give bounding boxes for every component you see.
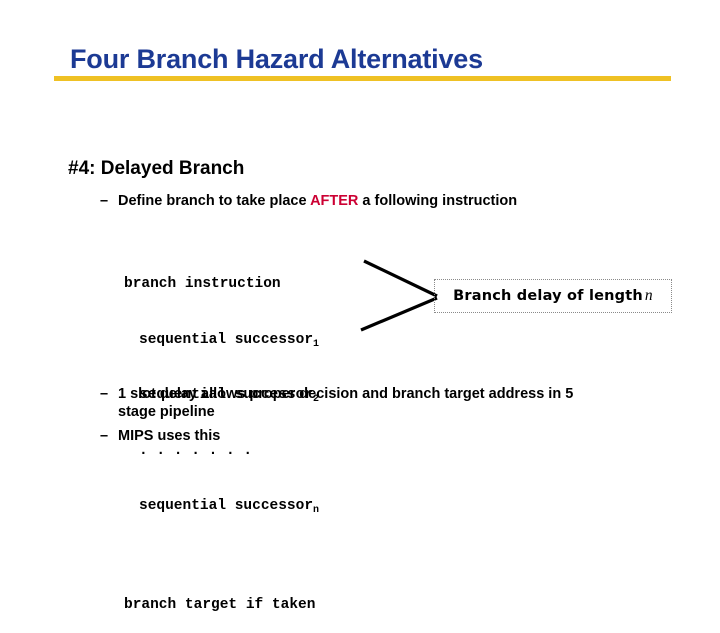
code-line-text: branch target if taken [124,596,316,613]
code-line-sequential-successor-n: sequential successorn [124,497,319,516]
brace-arrow-icon [360,259,438,332]
bullet-dash-icon: – [100,386,109,402]
code-line-branch-instruction: branch instruction [124,275,319,294]
code-line-subscript: n [313,505,320,516]
bullet-define-text: Define branch to take place AFTER a foll… [118,193,517,209]
code-line-text: sequential successor [139,387,314,403]
bullet-define-text-before: Define branch to take place [118,193,311,209]
bullet-dash-icon: – [100,193,109,209]
bullet-slot-delay: – 1 slot delay allows proper decision an… [100,386,600,421]
code-line-ellipsis: . . . . . . . [124,442,319,461]
bullet-mips-uses-this: – MIPS uses this [100,428,500,444]
code-line-sequential-successor-2: sequential successor2 [124,386,319,405]
callout-variable-n: n [644,287,653,304]
bullet-define-emphasis-after: AFTER [310,193,359,209]
code-line-text: . . . . . . . [139,442,253,459]
bullet-dash-icon: – [100,428,109,444]
code-line-text: sequential successor [139,498,314,514]
section-heading: #4: Delayed Branch [68,158,245,179]
code-block-spacer [124,553,319,559]
code-line-subscript: 2 [313,394,320,405]
code-line-subscript: 1 [313,338,320,350]
code-line-sequential-successor-1: sequential successor1 [124,331,319,350]
code-line-branch-target-if-taken: branch target if taken [124,596,319,615]
code-line-text: branch instruction [124,276,281,292]
title-underline-rule [54,76,671,81]
callout-text-label: Branch delay of length [453,288,643,304]
page-title: Four Branch Hazard Alternatives [70,44,483,74]
bullet-define-branch: – Define branch to take place AFTER a fo… [100,193,660,209]
bullet-slot-delay-text: 1 slot delay allows proper decision and … [118,386,574,420]
code-line-text: sequential successor [139,331,314,348]
bullet-mips-text: MIPS uses this [118,428,221,444]
bullet-define-text-after: a following instruction [358,193,518,209]
